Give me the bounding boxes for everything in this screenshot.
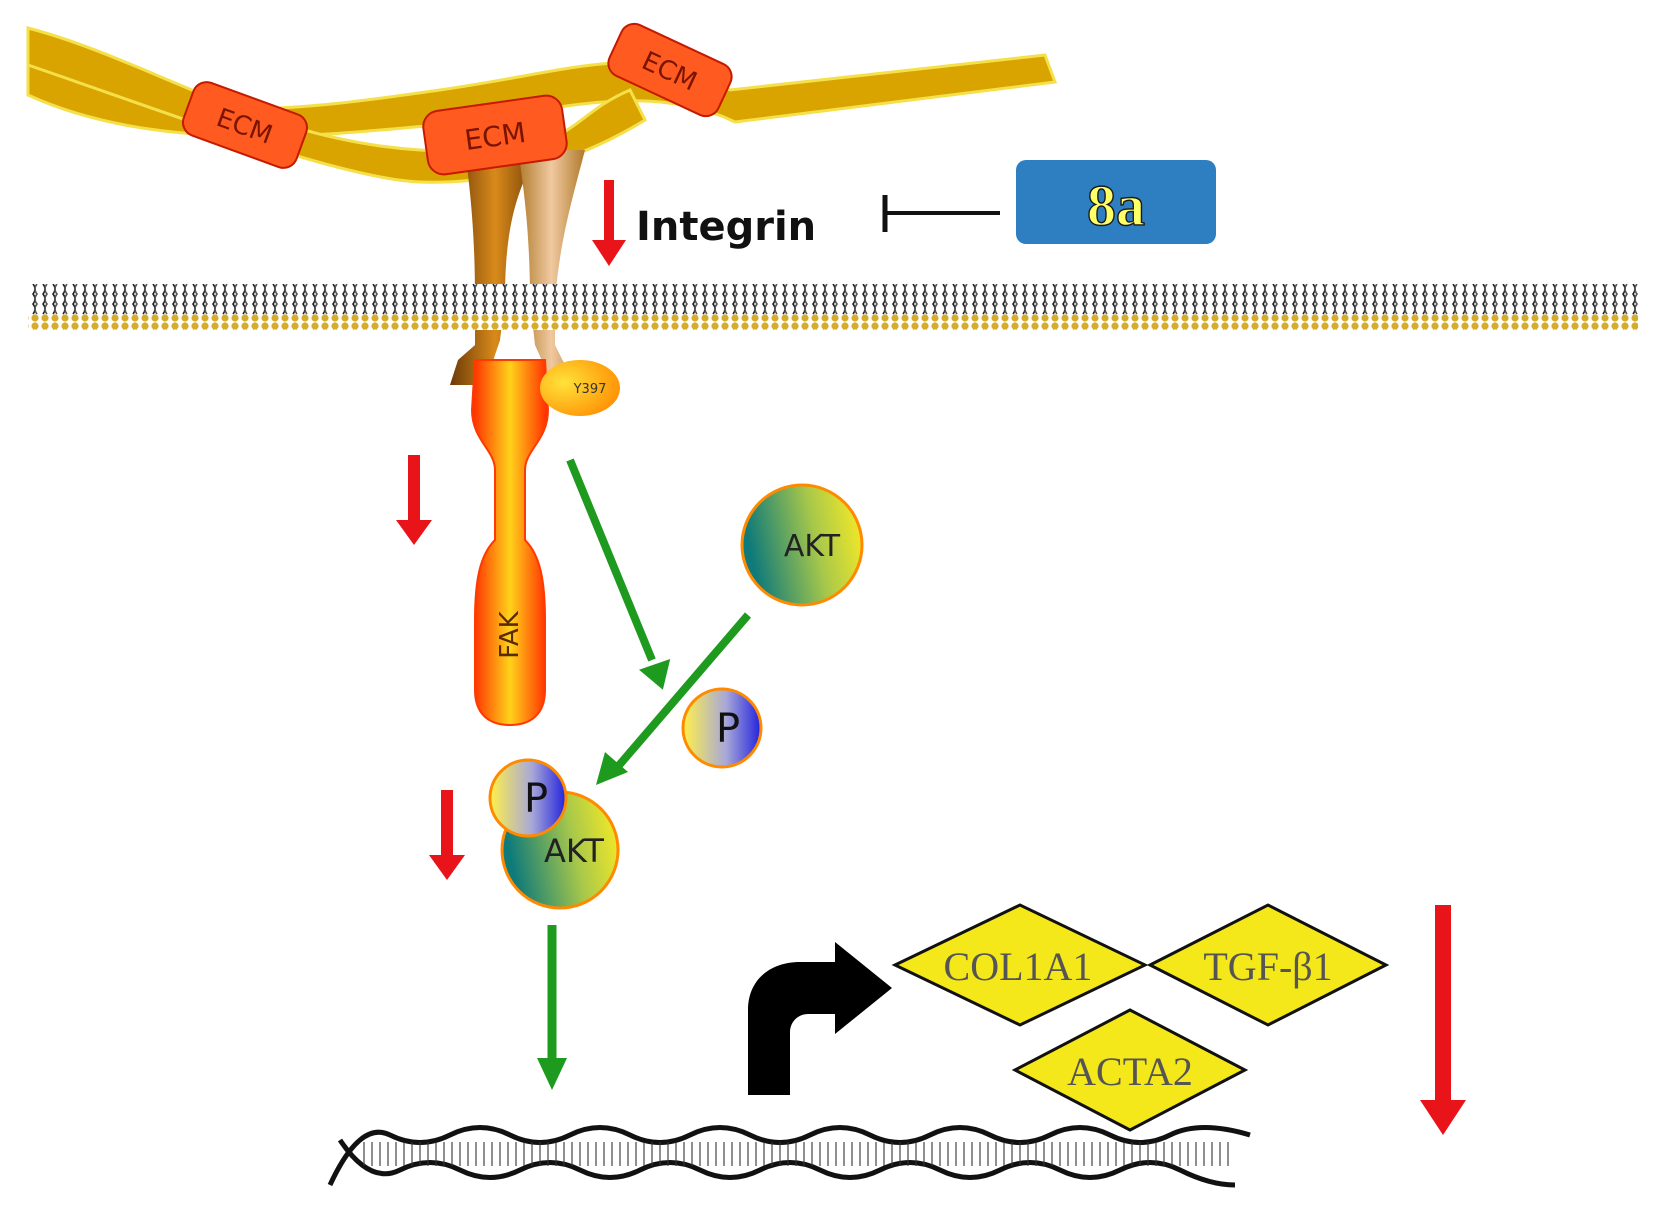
phosphate-group: P bbox=[681, 687, 763, 769]
phosphate-group: P bbox=[488, 758, 568, 838]
akt-label: AKT bbox=[544, 832, 604, 870]
compound-8a-label: 8a bbox=[1087, 173, 1145, 238]
phospho-akt-complex: AKT P bbox=[488, 758, 620, 910]
phosphate-label: P bbox=[524, 776, 548, 822]
fak-to-akt-arrow bbox=[566, 458, 671, 690]
gene-label: COL1A1 bbox=[944, 944, 1093, 989]
ecm-box-1: ECM bbox=[181, 81, 309, 169]
pakt-to-dna-arrow bbox=[537, 925, 567, 1090]
akt-phosphorylation-arrow bbox=[596, 612, 752, 785]
ecm-box-2: ECM bbox=[607, 22, 733, 118]
pakt-decrease-arrow bbox=[429, 790, 465, 880]
integrin-label: Integrin bbox=[636, 204, 816, 250]
gene-label: ACTA2 bbox=[1067, 1049, 1193, 1094]
cell-membrane bbox=[28, 284, 1638, 330]
dna-helix bbox=[327, 1125, 1251, 1188]
gene-diamond-acta2: ACTA2 bbox=[1011, 1008, 1249, 1132]
fak-protein: FAK bbox=[470, 359, 550, 727]
transcription-arrow bbox=[748, 942, 892, 1095]
integrin-alpha-subunit bbox=[450, 150, 540, 385]
integrin-decrease-arrow bbox=[592, 180, 626, 266]
gene-diamond-tgfb1: TGF-β1 bbox=[1146, 903, 1390, 1027]
y397-label: Y397 bbox=[573, 382, 607, 397]
gene-diamond-col1a1: COL1A1 bbox=[891, 903, 1149, 1027]
fak-label: FAK bbox=[495, 610, 525, 658]
gene-label: TGF-β1 bbox=[1203, 944, 1332, 989]
genes-decrease-arrow bbox=[1420, 905, 1466, 1135]
phosphate-label: P bbox=[716, 706, 740, 752]
akt-protein: AKT bbox=[740, 483, 864, 607]
inhibition-symbol bbox=[882, 195, 1000, 232]
y397-site: Y397 bbox=[540, 360, 620, 416]
fak-decrease-arrow bbox=[396, 455, 432, 545]
integrin-beta-subunit bbox=[518, 150, 585, 390]
integrin-receptor bbox=[450, 150, 585, 390]
ecm-box-3: ECM bbox=[422, 94, 568, 176]
compound-8a-box: 8a bbox=[1016, 160, 1216, 244]
akt-label: AKT bbox=[784, 529, 841, 564]
